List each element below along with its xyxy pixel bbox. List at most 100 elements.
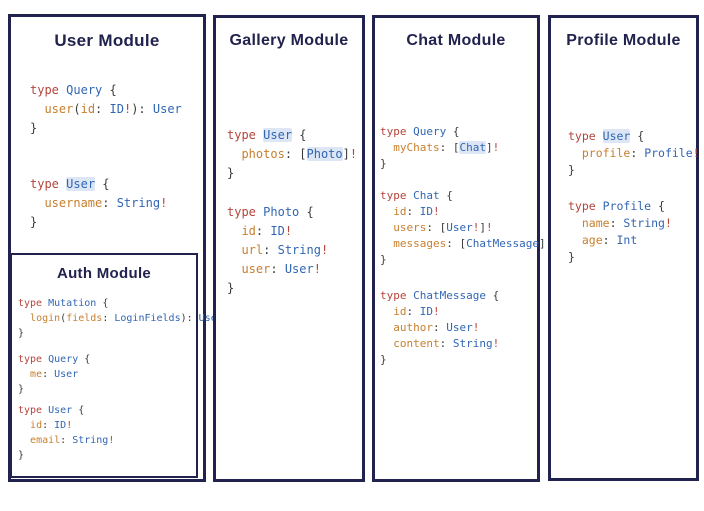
- code-token: :: [102, 196, 117, 210]
- code-token: users: [393, 221, 427, 234]
- code-line: type User {: [30, 175, 167, 194]
- code-token: type: [18, 405, 43, 416]
- code-token: [227, 262, 241, 276]
- code-token: ID: [419, 205, 433, 218]
- code-token: :: [255, 224, 271, 238]
- code-token: !: [160, 196, 168, 210]
- code-token: Mutation: [48, 298, 97, 309]
- code-token: }: [227, 281, 235, 295]
- code-token: profile: [581, 146, 631, 160]
- code-block-chat-0: type Query { myChats: [Chat]!}: [380, 124, 499, 172]
- code-token: User: [284, 262, 314, 276]
- code-token: author: [393, 321, 433, 334]
- code-token: !: [349, 147, 358, 161]
- code-line: type Photo {: [227, 203, 328, 222]
- code-token: [: [452, 141, 460, 154]
- code-token: [596, 129, 603, 143]
- code-token: User: [54, 369, 79, 380]
- code-token: User: [602, 129, 631, 143]
- code-token: [30, 102, 44, 116]
- code-block-auth-0: type Mutation { login(fields: LoginField…: [18, 296, 223, 341]
- code-token: url: [241, 243, 264, 257]
- code-token: !: [284, 224, 293, 238]
- code-token: !: [486, 221, 493, 234]
- code-line: }: [30, 119, 182, 138]
- code-line: }: [380, 156, 499, 172]
- code-token: [380, 321, 393, 334]
- code-line: }: [18, 448, 114, 463]
- code-token: [227, 147, 241, 161]
- code-block-auth-2: type User { id: ID! email: String!}: [18, 403, 114, 463]
- code-line: user(id: ID!): User: [30, 100, 181, 119]
- code-token: }: [30, 121, 38, 135]
- code-token: ):: [180, 313, 199, 324]
- code-line: }: [30, 213, 167, 232]
- code-token: !: [692, 146, 700, 160]
- code-token: [596, 199, 603, 213]
- code-token: [568, 146, 582, 160]
- code-token: :: [263, 243, 278, 257]
- code-token: type: [227, 205, 256, 219]
- code-token: User: [446, 321, 473, 334]
- code-token: [380, 237, 393, 250]
- code-token: User: [198, 313, 223, 324]
- code-line: }: [380, 252, 552, 268]
- code-block-gallery-0: type User { photos: [Photo]!}: [227, 126, 357, 183]
- code-block-profile-0: type User { profile: Profile!}: [568, 128, 700, 179]
- code-token: !: [66, 420, 73, 431]
- code-token: [380, 221, 393, 234]
- code-line: type Chat {: [380, 188, 552, 204]
- code-token: ]: [485, 141, 493, 154]
- code-token: username: [44, 196, 103, 210]
- code-token: id: [80, 102, 96, 116]
- code-token: [30, 196, 44, 210]
- code-token: [18, 369, 30, 380]
- code-line: username: String!: [30, 194, 167, 213]
- code-token: }: [568, 250, 575, 264]
- code-token: login: [30, 313, 61, 324]
- code-token: [227, 224, 241, 238]
- code-token: [18, 420, 30, 431]
- code-token: }: [18, 328, 25, 339]
- code-token: LoginFields: [114, 313, 181, 324]
- code-token: type: [380, 189, 407, 202]
- code-token: type: [568, 129, 596, 143]
- code-token: Profile: [602, 199, 652, 213]
- code-line: }: [227, 279, 328, 298]
- code-token: }: [30, 215, 38, 229]
- code-token: :: [439, 141, 453, 154]
- code-token: {: [292, 128, 307, 142]
- code-token: String: [116, 196, 161, 210]
- code-token: }: [380, 353, 387, 366]
- code-token: :: [270, 262, 285, 276]
- code-token: user: [241, 262, 271, 276]
- code-token: Int: [616, 233, 638, 247]
- code-line: type Query {: [30, 81, 182, 100]
- code-token: ChatMessage: [413, 289, 486, 302]
- code-token: type: [380, 289, 407, 302]
- code-token: id: [241, 224, 256, 238]
- code-token: type: [227, 128, 256, 142]
- code-token: email: [30, 435, 61, 446]
- code-token: !: [433, 205, 440, 218]
- code-token: id: [30, 420, 43, 431]
- code-token: !: [433, 305, 440, 318]
- code-line: email: String!: [18, 433, 114, 448]
- code-token: ]: [342, 147, 350, 161]
- code-token: String: [452, 337, 493, 350]
- code-token: [568, 216, 582, 230]
- code-token: [: [299, 147, 307, 161]
- code-token: (: [60, 313, 67, 324]
- code-token: :: [102, 313, 115, 324]
- code-token: {: [439, 189, 453, 202]
- code-line: url: String!: [227, 241, 328, 260]
- code-line: user: User!: [227, 260, 328, 279]
- code-line: login(fields: LoginFields): User: [18, 311, 223, 326]
- code-token: }: [18, 450, 25, 461]
- code-token: {: [485, 289, 500, 302]
- code-line: content: String!: [380, 336, 499, 352]
- code-token: type: [30, 177, 59, 191]
- code-token: type: [30, 83, 59, 97]
- code-token: !: [320, 243, 329, 257]
